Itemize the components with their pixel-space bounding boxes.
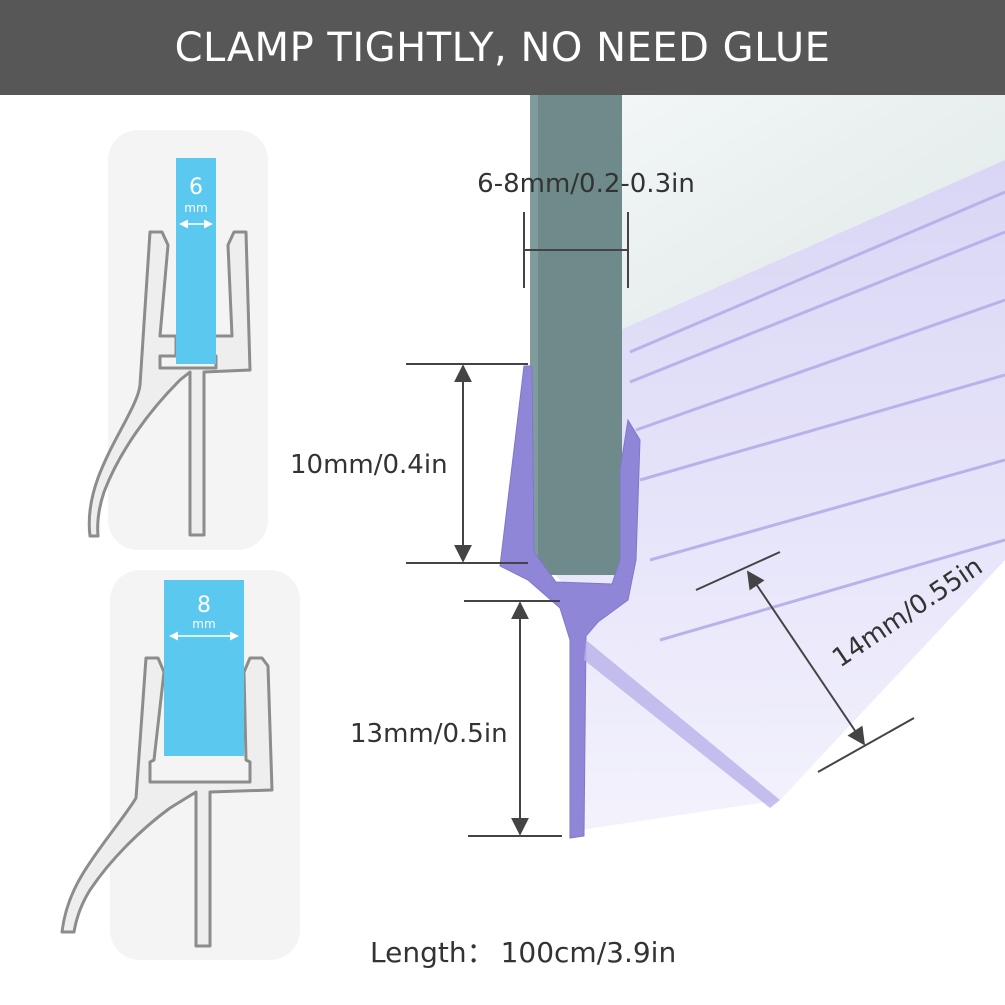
profile-outline [60,656,274,948]
profile-size-unit: mm [192,617,215,631]
dimension-glass-thickness: 6-8mm/0.2-0.3in [477,169,695,288]
glass-edge-highlight [530,95,538,575]
profile-size-unit: mm [184,201,207,215]
length-caption: Length：100cm/3.9in [370,936,676,969]
profile-outline [87,230,252,538]
length-label-text: Length： [370,936,495,969]
seal-flap-edge [584,640,780,808]
dimension-lip-height: 13mm/0.5in [350,600,562,837]
seal-strip [540,160,1005,830]
length-value: 100cm/3.9in [501,936,677,969]
lip-height-label: 13mm/0.5in [350,719,508,749]
seal-cross-section [499,365,641,839]
header-banner: CLAMP TIGHTLY, NO NEED GLUE [0,0,1005,95]
banner-title: CLAMP TIGHTLY, NO NEED GLUE [174,24,831,71]
length-label: Length：100cm/3.9in [370,936,676,969]
seal-render [499,95,1005,839]
glass-pane [620,95,1005,330]
glass-edge [530,95,622,575]
glass-thickness-label: 6-8mm/0.2-0.3in [477,169,695,199]
profile-size-value: 6 [189,175,203,200]
clamp-height-label: 10mm/0.4in [290,450,448,480]
seal-profile-8mm: 8 mm [60,570,300,960]
seal-ribs [629,190,1005,642]
profile-size-value: 8 [197,593,211,618]
glass-insert-6mm [176,158,216,364]
glass-insert-8mm [164,580,244,756]
seal-profile-6mm: 6 mm [87,130,268,550]
dimension-clamp-height: 10mm/0.4in [290,363,528,564]
